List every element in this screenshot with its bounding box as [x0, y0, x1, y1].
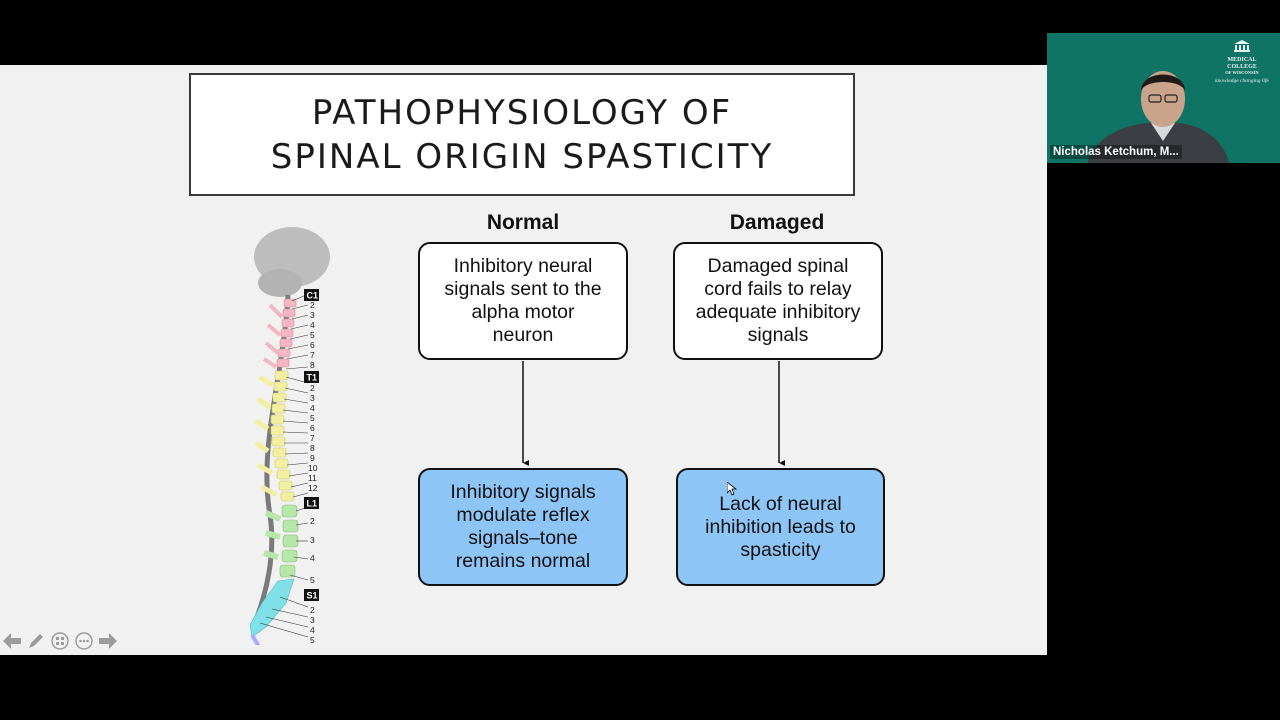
- building-logo-icon: [1234, 40, 1250, 52]
- vertebra-label: 5: [310, 330, 315, 340]
- normal-effect-text: Inhibitory signals modulate reflex signa…: [450, 481, 596, 572]
- sacrum: [249, 578, 295, 638]
- vertebra-label: 4: [310, 625, 315, 635]
- vertebra-label: 2: [310, 300, 315, 310]
- pen-tool-button[interactable]: [26, 631, 46, 651]
- vertebra-label: 4: [310, 553, 315, 563]
- vertebra-badge-t1: T1: [304, 371, 319, 383]
- coccyx: [250, 633, 261, 645]
- svg-text:T1: T1: [307, 373, 318, 383]
- vertebra-label: 5: [310, 635, 315, 645]
- vertebra-label: 7: [310, 350, 315, 360]
- participant-video-tile[interactable]: MEDICAL COLLEGE OF WISCONSIN knowledge c…: [1047, 33, 1280, 163]
- lumbar-vertebrae: [263, 504, 299, 578]
- vertebra-label: 3: [310, 615, 315, 625]
- vertebra-label: 5: [310, 413, 315, 423]
- next-slide-button[interactable]: [98, 631, 118, 651]
- vertebra-label: 4: [310, 403, 315, 413]
- damaged-effect-text: Lack of neural inhibition leads to spast…: [705, 492, 856, 561]
- slide-toolbar: [2, 631, 118, 651]
- vertebra-label: 8: [310, 443, 315, 453]
- logo-text-line-2: COLLEGE: [1227, 63, 1257, 70]
- svg-text:L1: L1: [307, 499, 318, 509]
- vertebra-label: 2: [310, 605, 315, 615]
- damaged-cause-box: Damaged spinal cord fails to relay adequ…: [673, 242, 883, 360]
- mouse-cursor-icon: [727, 482, 737, 496]
- svg-text:C1: C1: [307, 291, 319, 301]
- vertebra-badge-s1: S1: [304, 589, 319, 601]
- vertebra-label: 2: [310, 516, 315, 526]
- damaged-cause-text: Damaged spinal cord fails to relay adequ…: [695, 255, 861, 346]
- slide-title-line-1: PATHOPHYSIOLOGY OF: [311, 92, 733, 133]
- slide-sorter-button[interactable]: [50, 631, 70, 651]
- vertebra-label: 9: [310, 453, 315, 463]
- vertebra-label: 3: [310, 393, 315, 403]
- vertebra-label: 10: [308, 463, 318, 473]
- slide-title-box: PATHOPHYSIOLOGY OF SPINAL ORIGIN SPASTIC…: [189, 73, 855, 196]
- vertebra-label: 6: [310, 340, 315, 350]
- previous-arrow-icon: [3, 633, 21, 649]
- normal-cause-text: Inhibitory neural signals sent to the al…: [444, 255, 602, 346]
- pen-icon: [29, 634, 43, 648]
- vertebra-label: 12: [308, 483, 318, 493]
- participant-name-label: Nicholas Ketchum, M...: [1050, 145, 1182, 159]
- next-arrow-icon: [99, 633, 117, 649]
- vertebra-label: 7: [310, 433, 315, 443]
- vertebra-label: 2: [310, 383, 315, 393]
- more-options-icon: [75, 632, 93, 650]
- slide-title-line-2: SPINAL ORIGIN SPASTICITY: [270, 136, 774, 177]
- normal-cause-box: Inhibitory neural signals sent to the al…: [418, 242, 628, 360]
- svg-text:S1: S1: [307, 591, 318, 601]
- spinal-nerve-lines: [259, 294, 309, 638]
- normal-effect-box: Inhibitory signals modulate reflex signa…: [418, 468, 628, 586]
- vertebra-badge-l1: L1: [304, 497, 319, 509]
- vertebra-label: 11: [308, 473, 317, 483]
- vertebra-label: 5: [310, 575, 315, 585]
- previous-slide-button[interactable]: [2, 631, 22, 651]
- logo-text-line-3: OF WISCONSIN: [1225, 70, 1259, 75]
- column-heading-damaged: Damaged: [729, 211, 825, 234]
- organization-logo: MEDICAL COLLEGE OF WISCONSIN knowledge c…: [1212, 39, 1272, 84]
- logo-motto: knowledge changing life: [1215, 77, 1269, 84]
- damaged-effect-box: Lack of neural inhibition leads to spast…: [676, 468, 885, 586]
- brain-shape: [254, 227, 330, 297]
- cervical-vertebrae: [262, 298, 297, 369]
- spine-illustration: C1 T1 L1 S1 2 3 4 5 6 7 8 2 3 4: [249, 227, 330, 645]
- logo-text-line-1: MEDICAL: [1227, 57, 1257, 63]
- vertebra-label: 8: [310, 360, 315, 370]
- thoracic-vertebrae: [254, 370, 295, 502]
- vertebra-label: 6: [310, 423, 315, 433]
- vertebra-label: 4: [310, 320, 315, 330]
- more-options-button[interactable]: [74, 631, 94, 651]
- slide-grid-icon: [51, 632, 69, 650]
- participant-silhouette: [1087, 71, 1229, 163]
- vertebra-badge-c1: C1: [304, 289, 319, 301]
- vertebra-label: 3: [310, 535, 315, 545]
- vertebra-label: 3: [310, 310, 315, 320]
- column-heading-normal: Normal: [486, 211, 560, 234]
- presentation-slide: PATHOPHYSIOLOGY OF SPINAL ORIGIN SPASTIC…: [0, 65, 1047, 655]
